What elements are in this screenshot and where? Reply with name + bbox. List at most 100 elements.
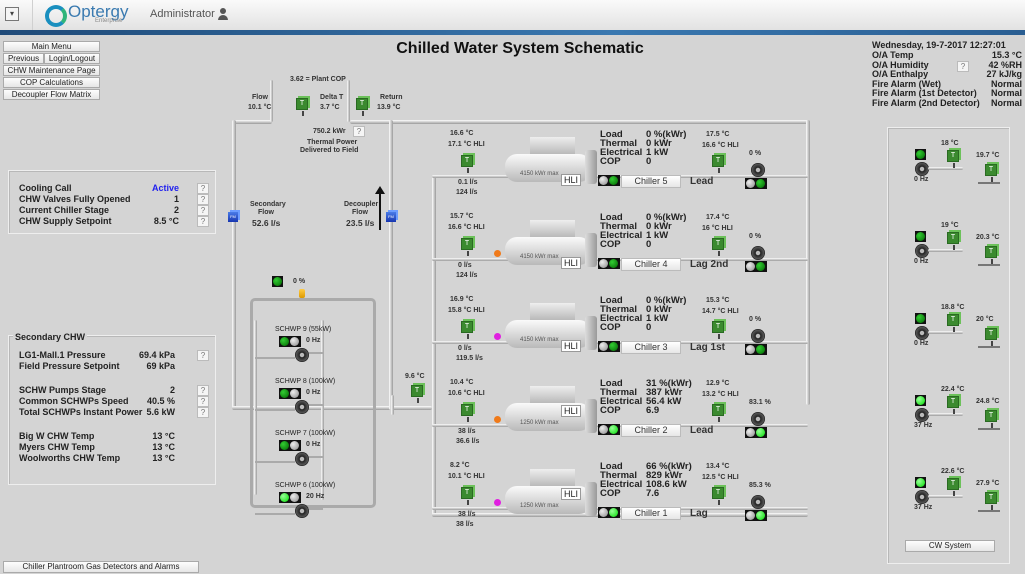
cw-temp-sensor-icon[interactable]: T [985, 246, 997, 264]
chiller-unit-image[interactable]: 1250 kWr max [500, 464, 600, 524]
chiller-pump-icon[interactable] [751, 495, 765, 509]
chiller-unit-image[interactable]: 4150 kWr max [500, 298, 600, 358]
stat-label: Thermal [600, 138, 637, 149]
cw-temp-sensor-icon[interactable]: T [985, 492, 997, 510]
brand-name: Optergy [68, 2, 129, 21]
main-menu-button[interactable]: Main Menu [3, 41, 100, 52]
cw-temp-sensor-icon[interactable]: T [947, 232, 959, 250]
chiller-in-sensor-icon[interactable]: T [461, 487, 473, 505]
help-button[interactable]: ? [197, 396, 209, 407]
stat-label: COP [600, 488, 621, 499]
cw-pump-icon[interactable] [915, 490, 929, 504]
cw-pump-icon[interactable] [915, 162, 929, 176]
chiller-endcap [585, 399, 597, 433]
chw-maintenance-button[interactable]: CHW Maintenance Page [3, 65, 100, 76]
help-button[interactable]: ? [197, 407, 209, 418]
chiller-out-sensor-icon[interactable]: T [712, 238, 724, 256]
help-button[interactable]: ? [197, 183, 209, 194]
schwp-pump-icon[interactable] [295, 504, 309, 518]
thermal-help-button[interactable]: ? [353, 126, 365, 137]
cw-temp-sensor-icon[interactable]: T [985, 328, 997, 346]
chiller-pump-icon[interactable] [751, 163, 765, 177]
chiller-name-button[interactable]: Chiller 5 [621, 175, 681, 188]
chiller-flow-1: 38 l/s [458, 511, 476, 518]
pipe [350, 120, 808, 124]
schwp-pump-icon[interactable] [295, 348, 309, 362]
cw-pump-led [915, 313, 926, 324]
hli-badge[interactable]: HLI [561, 405, 581, 417]
chiller-in-temp: 15.7 °C [450, 213, 474, 220]
chiller-unit-image[interactable]: 1250 kWr max [500, 381, 600, 441]
chiller-out-sensor-icon[interactable]: T [712, 321, 724, 339]
cw-pump-icon[interactable] [915, 326, 929, 340]
chiller-out-sensor-icon[interactable]: T [712, 404, 724, 422]
chiller-name-button[interactable]: Chiller 4 [621, 258, 681, 271]
chiller-compressor [530, 303, 575, 325]
cw-temp-sensor-icon[interactable]: T [947, 478, 959, 496]
help-button[interactable]: ? [197, 205, 209, 216]
chiller-in-sensor-icon[interactable]: T [461, 321, 473, 339]
help-button[interactable]: ? [197, 216, 209, 227]
cooling-value: 8.5 °C [153, 216, 179, 226]
chiller-unit-image[interactable]: 4150 kWr max [500, 215, 600, 275]
bypass-valve-icon[interactable] [299, 289, 305, 298]
chiller-name-button[interactable]: Chiller 3 [621, 341, 681, 354]
weather-label: O/A Humidity [872, 59, 929, 70]
chiller-capacity: 4150 kWr max [520, 337, 559, 343]
user-icon[interactable] [218, 8, 228, 20]
chiller-pump-icon[interactable] [751, 246, 765, 260]
login-logout-button[interactable]: Login/Logout [44, 53, 100, 64]
chiller-pipe [432, 341, 808, 344]
dropdown-menu-icon[interactable]: ▾ [5, 7, 19, 21]
cw-temp-sensor-icon[interactable]: T [947, 314, 959, 332]
stat-value: 0 [646, 322, 652, 333]
cw-pump-icon[interactable] [915, 244, 929, 258]
return-sensor-icon[interactable]: T [356, 98, 368, 116]
stat-value: 0 kWr [646, 221, 672, 232]
header-temp-sensor-icon[interactable]: T [411, 385, 423, 403]
humidity-help-button[interactable]: ? [957, 61, 969, 72]
chiller-in-sensor-icon[interactable]: T [461, 238, 473, 256]
user-name[interactable]: Administrator [150, 8, 215, 20]
chiller-out-sensor-icon[interactable]: T [712, 155, 724, 173]
weather-value: 27 kJ/kg [986, 69, 1022, 79]
flow-sensor-icon[interactable]: T [296, 98, 308, 116]
gas-detectors-button[interactable]: Chiller Plantroom Gas Detectors and Alar… [3, 561, 199, 573]
cw-system-button[interactable]: CW System [905, 540, 995, 552]
secondary-value: 69.4 kPa [138, 350, 175, 360]
chiller-out-hli: 13.2 °C HLI [702, 391, 739, 398]
cop-calculations-button[interactable]: COP Calculations [3, 77, 100, 88]
pipe [978, 510, 1000, 512]
help-button[interactable]: ? [197, 194, 209, 205]
decoupler-flow-matrix-button[interactable]: Decoupler Flow Matrix [3, 89, 100, 100]
help-button[interactable]: ? [197, 350, 209, 361]
chiller-in-sensor-icon[interactable]: T [461, 155, 473, 173]
cw-pump-icon[interactable] [915, 408, 929, 422]
chiller-name-button[interactable]: Chiller 2 [621, 424, 681, 437]
hli-badge[interactable]: HLI [561, 340, 581, 352]
chiller-name-button[interactable]: Chiller 1 [621, 507, 681, 520]
chiller-in-sensor-icon[interactable]: T [461, 404, 473, 422]
hli-badge[interactable]: HLI [561, 257, 581, 269]
chiller-out-hli: 16 °C HLI [702, 225, 733, 232]
chiller-pump-icon[interactable] [751, 412, 765, 426]
stat-value: 0 kWr [646, 138, 672, 149]
chiller-unit-image[interactable]: 4150 kWr max [500, 132, 600, 192]
previous-button[interactable]: Previous [3, 53, 44, 64]
hli-badge[interactable]: HLI [561, 174, 581, 186]
decoupler-flow-meter-icon[interactable]: FM [386, 212, 396, 222]
schwp-pump-icon[interactable] [295, 452, 309, 466]
delta-t-label: Delta T [320, 94, 344, 101]
hli-badge[interactable]: HLI [561, 488, 581, 500]
cw-temp-sensor-icon[interactable]: T [947, 150, 959, 168]
chiller-pump-icon[interactable] [751, 329, 765, 343]
stat-label: Electrical [600, 479, 643, 490]
cw-temp-sensor-icon[interactable]: T [985, 410, 997, 428]
divider [32, 0, 33, 30]
help-button[interactable]: ? [197, 385, 209, 396]
cw-temp-sensor-icon[interactable]: T [947, 396, 959, 414]
cw-temp-sensor-icon[interactable]: T [985, 164, 997, 182]
schwp-pump-icon[interactable] [295, 400, 309, 414]
chiller-out-sensor-icon[interactable]: T [712, 487, 724, 505]
secondary-flow-meter-icon[interactable]: FM [228, 212, 238, 222]
